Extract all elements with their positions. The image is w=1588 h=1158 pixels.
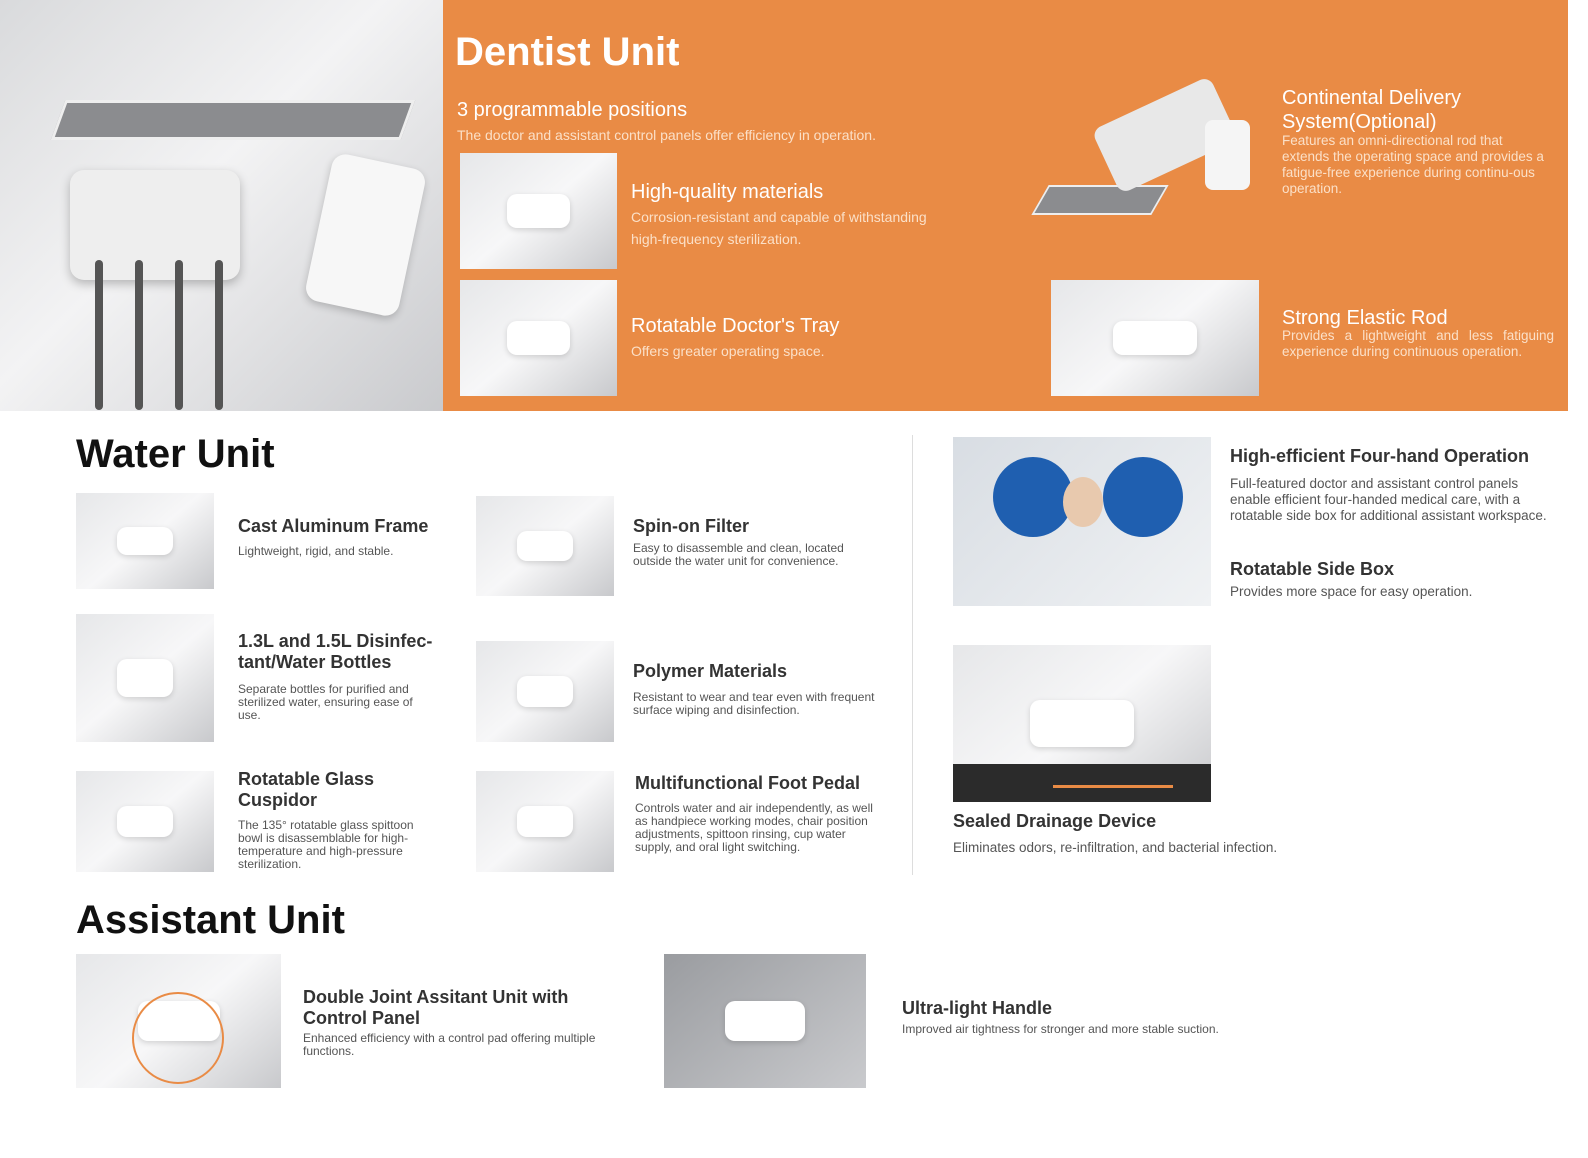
rod-desc: Provides a lightweight and less fatiguin… bbox=[1282, 328, 1554, 359]
positions-desc: The doctor and assistant control panels … bbox=[457, 127, 876, 143]
cuspidor-photo bbox=[76, 771, 214, 872]
hose bbox=[95, 260, 103, 410]
item-title: Double Joint Assitant Unit with Control … bbox=[303, 987, 569, 1028]
rod-title: Strong Elastic Rod bbox=[1282, 307, 1448, 329]
materials-photo bbox=[460, 153, 617, 269]
item-title: Sealed Drainage Device bbox=[953, 811, 1157, 831]
continental-desc: Features an omni-directional rod that ex… bbox=[1282, 133, 1544, 196]
filter-photo bbox=[476, 496, 614, 596]
highlight-circle bbox=[132, 992, 224, 1084]
assistant-unit-photo bbox=[76, 954, 281, 1088]
handle-photo bbox=[664, 954, 866, 1088]
item-title: Rotatable Glass Cuspidor bbox=[238, 769, 375, 810]
item-desc: Provides more space for easy operation. bbox=[1230, 584, 1473, 599]
item-desc: Enhanced efficiency with a control pad o… bbox=[303, 1031, 596, 1058]
item-desc: The 135° rotatable glass spittoon bowl i… bbox=[238, 818, 414, 871]
item-desc: Separate bottles for purified and steril… bbox=[238, 682, 413, 722]
item-title: Polymer Materials bbox=[633, 661, 788, 681]
tray-desc: Offers greater operating space. bbox=[631, 343, 825, 359]
item-desc: Resistant to wear and tear even with fre… bbox=[633, 690, 875, 717]
column-divider bbox=[912, 435, 913, 875]
item-title: 1.3L and 1.5L Disinfec-tant/Water Bottle… bbox=[238, 631, 433, 672]
item-title: Multifunctional Foot Pedal bbox=[635, 773, 860, 793]
item-desc: Improved air tightness for stronger and … bbox=[902, 1022, 1219, 1036]
doctor-tray bbox=[50, 100, 416, 140]
hose bbox=[135, 260, 143, 410]
item-title: Cast Aluminum Frame bbox=[238, 516, 429, 536]
item-title: Ultra-light Handle bbox=[902, 998, 1053, 1018]
four-hand-photo bbox=[953, 437, 1211, 606]
bottles-photo bbox=[76, 614, 214, 742]
foot-pedal-photo bbox=[476, 771, 614, 872]
materials-desc: Corrosion-resistant and capable of withs… bbox=[631, 209, 927, 247]
materials-title: High-quality materials bbox=[631, 181, 824, 203]
tray-title: Rotatable Doctor's Tray bbox=[631, 315, 840, 337]
item-title: High-efficient Four-hand Operation bbox=[1230, 446, 1529, 466]
frame-photo bbox=[76, 493, 214, 589]
item-desc: Controls water and air independently, as… bbox=[635, 801, 873, 854]
drainage-photo bbox=[953, 645, 1211, 802]
item-desc: Easy to disassemble and clean, located o… bbox=[633, 541, 844, 568]
dentist-unit-panel bbox=[443, 0, 1568, 411]
item-title: Rotatable Side Box bbox=[1230, 559, 1395, 579]
polymer-photo bbox=[476, 641, 614, 742]
control-panel bbox=[303, 151, 428, 319]
continental-delivery-photo bbox=[1031, 60, 1270, 225]
dentist-unit-hero-photo bbox=[0, 0, 443, 411]
item-desc: Full-featured doctor and assistant contr… bbox=[1230, 476, 1547, 523]
positions-title: 3 programmable positions bbox=[457, 99, 688, 121]
continental-title: Continental Delivery System(Optional) bbox=[1282, 87, 1461, 133]
hose bbox=[175, 260, 183, 410]
item-desc: Eliminates odors, re-infiltration, and b… bbox=[953, 840, 1278, 855]
dentist-unit-title: Dentist Unit bbox=[455, 30, 680, 74]
hose bbox=[215, 260, 223, 410]
item-title: Spin-on Filter bbox=[633, 516, 749, 536]
water-unit-title: Water Unit bbox=[76, 432, 275, 476]
assistant-unit-title: Assistant Unit bbox=[76, 898, 345, 942]
elastic-rod-photo bbox=[1051, 280, 1259, 396]
tray-photo bbox=[460, 280, 617, 396]
item-desc: Lightweight, rigid, and stable. bbox=[238, 544, 394, 558]
